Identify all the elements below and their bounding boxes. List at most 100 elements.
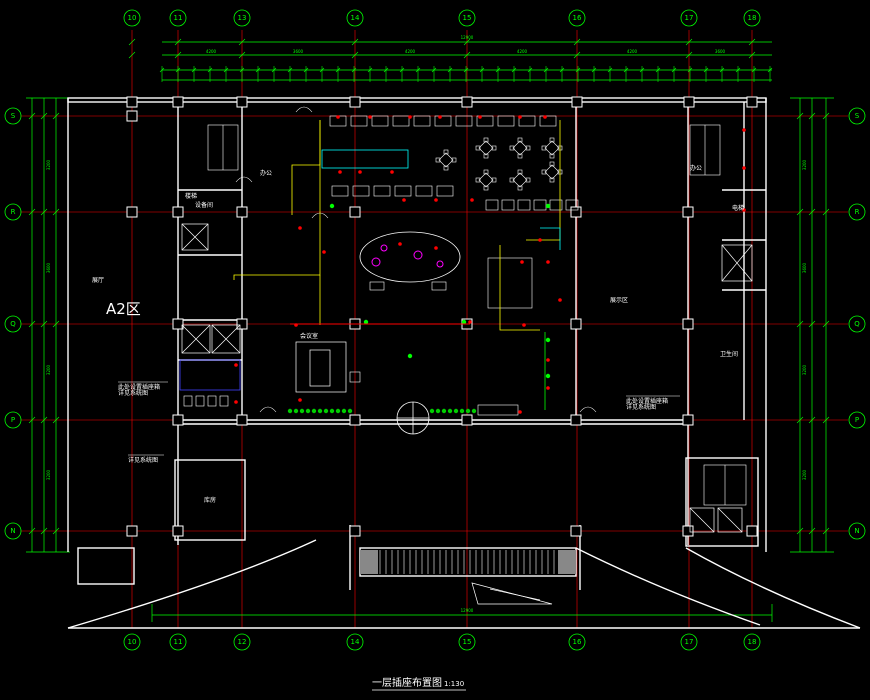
column-22 xyxy=(461,414,473,426)
socket-31 xyxy=(742,166,746,170)
socket-green-2 xyxy=(407,353,413,359)
room-office-left: 办公 xyxy=(260,169,272,177)
socket-16 xyxy=(434,246,438,250)
dimension-lines xyxy=(26,41,834,622)
axis-bottom-4-label: 15 xyxy=(463,638,472,646)
axis-bottom-5: 16 xyxy=(568,633,586,651)
table-group-0 xyxy=(435,149,457,171)
room-left-wing: 展厅 xyxy=(92,277,104,284)
axis-top-1: 11 xyxy=(169,9,187,27)
axis-right-3-label: P xyxy=(855,416,859,424)
axis-left-1-label: R xyxy=(11,208,16,216)
column-29 xyxy=(126,525,138,537)
socket-14 xyxy=(322,250,326,254)
wiring xyxy=(233,120,561,331)
elevators xyxy=(181,223,753,533)
column-0 xyxy=(126,96,138,108)
desk-mid-3 xyxy=(394,185,412,197)
table-group-4 xyxy=(475,169,497,191)
sofa-2 xyxy=(431,281,447,291)
lounge-oval xyxy=(359,231,461,283)
axis-top-0-label: 10 xyxy=(128,14,137,22)
room-meeting: 会议室 xyxy=(300,332,318,340)
socket-25 xyxy=(518,410,522,414)
axis-left-0-label: S xyxy=(11,112,16,120)
column-18 xyxy=(682,318,694,330)
room-labels: 展厅 A2区 展示区 办公 办公 楼梯 电梯 卫生间 库房 设备间 会议室 xyxy=(92,164,744,504)
note-left-2: 详见系统图 xyxy=(118,389,148,397)
axis-right-1: R xyxy=(848,203,866,221)
column-4 xyxy=(461,96,473,108)
axis-bottom-7-label: 18 xyxy=(748,638,757,646)
desk-right-3 xyxy=(533,199,547,211)
column-31 xyxy=(126,206,138,218)
column-17 xyxy=(570,318,582,330)
side-table xyxy=(349,371,361,383)
desk-top-6 xyxy=(455,115,473,127)
column-14 xyxy=(236,318,248,330)
ramp xyxy=(471,582,553,605)
axis-right-4: N xyxy=(848,522,866,540)
dimension-ticks xyxy=(28,38,830,535)
top-seg-1: 4200 xyxy=(206,49,217,54)
plant-strip xyxy=(287,408,477,414)
desk-mid-5 xyxy=(436,185,454,197)
room-elevator-right: 电梯 xyxy=(732,204,744,212)
desk-top-2 xyxy=(371,115,389,127)
building-walls xyxy=(67,97,861,629)
column-32 xyxy=(126,110,138,122)
desk-top-7 xyxy=(476,115,494,127)
axis-bottom-3-label: 14 xyxy=(351,638,360,646)
table-group-2 xyxy=(509,137,531,159)
desk-mid-1 xyxy=(352,185,370,197)
room-equipment: 设备间 xyxy=(195,201,213,209)
table-group-5 xyxy=(509,169,531,191)
door-3 xyxy=(235,176,253,183)
column-2 xyxy=(236,96,248,108)
axis-top-7-label: 18 xyxy=(748,14,757,22)
socket-15 xyxy=(398,242,402,246)
room-stair-left: 楼梯 xyxy=(185,192,197,200)
axis-top-3-label: 14 xyxy=(351,14,360,22)
desk-mid-0 xyxy=(331,185,349,197)
socket-19 xyxy=(546,260,550,264)
note-left-1: 此处设置插座箱 xyxy=(118,383,160,391)
axis-top-3: 14 xyxy=(346,9,364,27)
socket-13 xyxy=(298,226,302,230)
socket-symbols xyxy=(234,115,746,414)
desk-right-0 xyxy=(485,199,499,211)
table-group-6 xyxy=(541,161,563,183)
axis-bottom-7: 18 xyxy=(743,633,761,651)
axis-top-2: 13 xyxy=(233,9,251,27)
socket-6 xyxy=(543,115,547,119)
axis-top-7: 18 xyxy=(743,9,761,27)
reception-counter xyxy=(477,404,519,416)
socket-4 xyxy=(478,115,482,119)
door-0 xyxy=(259,406,277,413)
axis-left-0: S xyxy=(4,107,22,125)
note-left-3: 详见系统图 xyxy=(128,456,158,464)
axis-bottom-3: 14 xyxy=(346,633,364,651)
socket-5 xyxy=(518,115,522,119)
left-seg-2: 3600 xyxy=(46,262,51,273)
socket-3 xyxy=(438,115,442,119)
door-2 xyxy=(295,106,313,113)
sofa-1 xyxy=(369,281,385,291)
note-right-2: 详见系统图 xyxy=(626,403,656,411)
socket-green-4 xyxy=(545,373,551,379)
socket-23 xyxy=(558,298,562,302)
socket-18 xyxy=(520,260,524,264)
axis-left-2-label: Q xyxy=(10,320,16,328)
column-21 xyxy=(349,414,361,426)
column-30 xyxy=(746,525,758,537)
desk-right-5 xyxy=(565,199,579,211)
axis-right-3: P xyxy=(848,411,866,429)
socket-27 xyxy=(546,358,550,362)
axis-top-5: 16 xyxy=(568,9,586,27)
desk-top-8 xyxy=(497,115,515,127)
axis-bottom-0: 10 xyxy=(123,633,141,651)
fixture-3 xyxy=(219,395,229,407)
column-12 xyxy=(682,206,694,218)
axis-grid xyxy=(20,30,848,628)
